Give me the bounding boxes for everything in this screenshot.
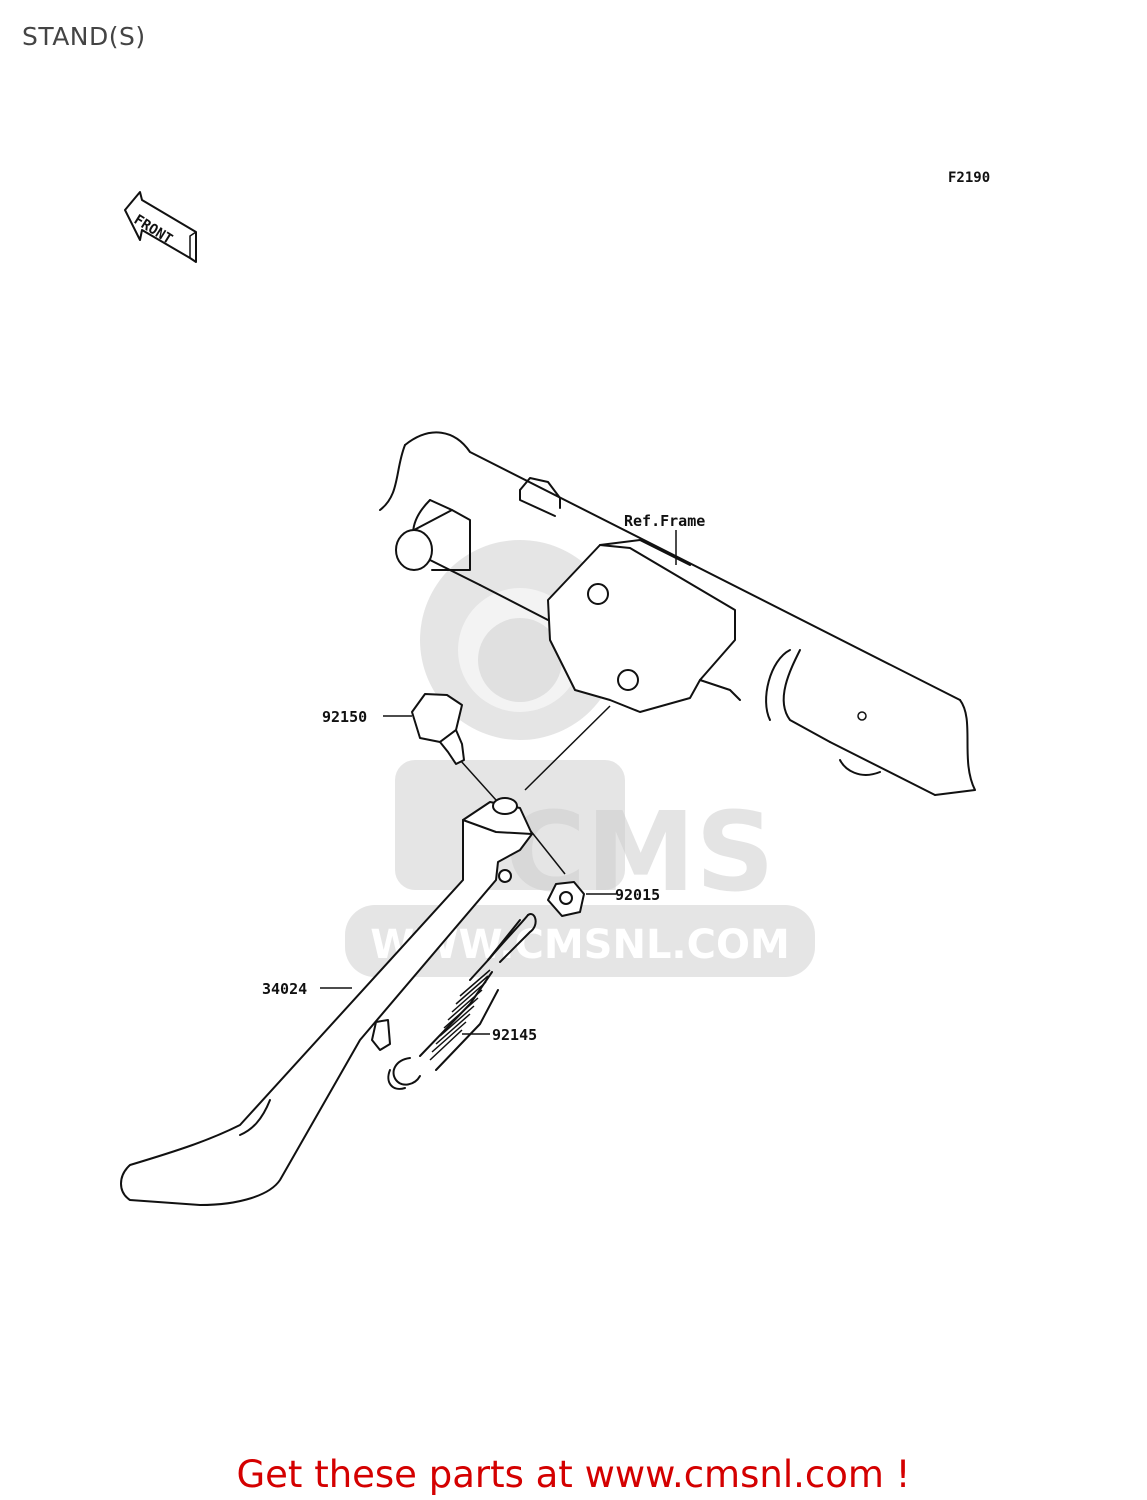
watermark-url-bar bbox=[345, 905, 815, 977]
part-label-92015: 92015 bbox=[615, 886, 661, 904]
page-title: STAND(S) bbox=[22, 22, 146, 51]
footer-shop-link[interactable]: Get these parts at www.cmsnl.com ! bbox=[236, 1453, 911, 1496]
front-direction-arrow-icon: FRONT bbox=[124, 191, 197, 263]
bolt-92150 bbox=[411, 693, 465, 765]
part-label-92145: 92145 bbox=[492, 1026, 538, 1044]
bolt-axis-line bbox=[459, 759, 497, 801]
stand-bracket bbox=[547, 539, 741, 713]
nut-92015 bbox=[547, 881, 585, 917]
ref-frame-label: Ref.Frame bbox=[624, 512, 706, 530]
figure-code: F2190 bbox=[948, 170, 991, 186]
side-stand-34024 bbox=[120, 797, 533, 1206]
nut-axis-line bbox=[529, 829, 566, 875]
stand-mount-line bbox=[524, 705, 611, 791]
part-label-34024: 34024 bbox=[262, 980, 308, 998]
spring-92145 bbox=[387, 913, 537, 1090]
spring-coils bbox=[419, 969, 499, 1071]
part-label-92150: 92150 bbox=[322, 708, 368, 726]
frame-tube bbox=[379, 431, 976, 796]
front-arrow-label: FRONT bbox=[131, 212, 175, 248]
